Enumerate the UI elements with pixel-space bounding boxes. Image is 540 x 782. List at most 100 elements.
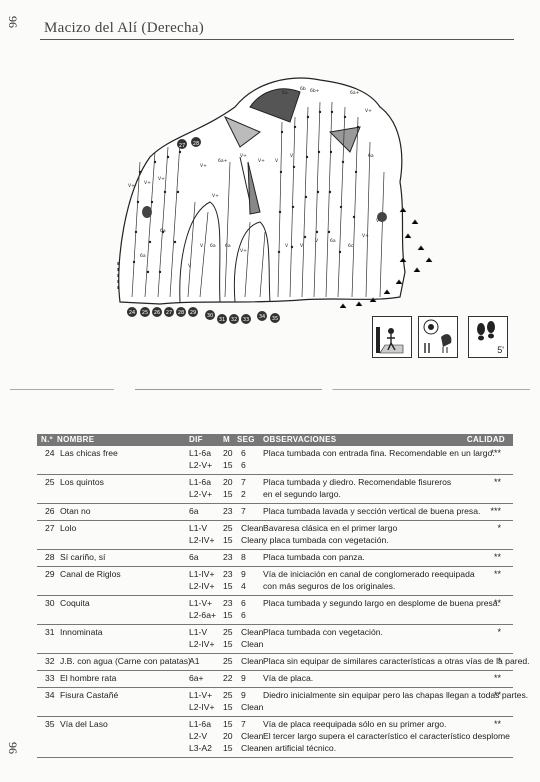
legend-walk-icon-box: 5' xyxy=(468,316,508,358)
walk-time: 5' xyxy=(497,345,504,355)
shaded-slab xyxy=(223,116,261,148)
svg-text:V: V xyxy=(188,263,192,269)
route-dif-line: L1-6a xyxy=(189,719,211,729)
route-seg: 8 xyxy=(241,551,246,563)
route-dif-line: L2-IV+ xyxy=(189,535,215,545)
marker-32: 32 xyxy=(231,317,237,323)
svg-text:V: V xyxy=(376,218,380,224)
route-m-line: 25 xyxy=(223,627,233,637)
route-seg-line: 9 xyxy=(241,673,246,683)
route-m-line: 15 xyxy=(223,535,233,545)
col-m: M xyxy=(223,435,230,444)
route-seg-line: 6 xyxy=(241,610,246,620)
marker-27: 27 xyxy=(166,310,172,316)
route-m-line: 20 xyxy=(223,448,233,458)
route-dif-line: L2-V xyxy=(189,731,208,741)
svg-text:V: V xyxy=(300,243,304,249)
svg-text:6b+: 6b+ xyxy=(310,88,320,94)
route-obs-line: Placa tumbada lavada y sección vertical … xyxy=(263,506,481,516)
marker-34: 34 xyxy=(259,314,265,320)
marker-30: 30 xyxy=(207,313,213,319)
route-m-line: 15 xyxy=(223,639,233,649)
route-number: 35 xyxy=(45,719,55,729)
route-dif-line: L1-V xyxy=(189,627,208,637)
route-dif: L1-IV+L2-IV+ xyxy=(189,568,215,592)
route-m-line: 15 xyxy=(223,460,233,470)
route-obs-line: Vía de placa. xyxy=(263,673,314,683)
route-seg-line: Clean xyxy=(241,702,264,712)
svg-text:6c: 6c xyxy=(348,243,354,249)
route-seg-line: Clean xyxy=(241,639,264,649)
route-obs: Placa tumbada con panza. xyxy=(263,551,365,563)
route-name: Sí cariño, sí xyxy=(60,552,106,562)
route-dif: L1-V+L2-6a+ xyxy=(189,597,216,621)
route-obs-line: Vía de placa reequipada sólo en su prime… xyxy=(263,719,447,729)
marker-24: 24 xyxy=(129,310,135,316)
col-dif: DIF xyxy=(189,435,203,444)
route-seg-line: Clean xyxy=(241,523,264,533)
route-dif-line: L2-V+ xyxy=(189,460,213,470)
route-dif: 6a+ xyxy=(189,672,204,684)
route-obs-line: Placa tumbada con panza. xyxy=(263,552,365,562)
marker-28: 28 xyxy=(178,310,184,316)
svg-text:V+: V+ xyxy=(212,193,219,199)
route-obs-line: Placa tumbada y segundo largo en desplom… xyxy=(263,598,500,608)
route-obs: Placa tumbada y segundo largo en desplom… xyxy=(263,597,500,609)
route-m-line: 15 xyxy=(223,743,233,753)
route-obs-line: Placa tumbada y diedro. Recomendable fis… xyxy=(263,477,452,487)
route-m-line: 20 xyxy=(223,731,233,741)
route-quality: ** xyxy=(493,690,501,700)
route-name: J.B. con agua (Carne con patatas) xyxy=(60,656,191,666)
route-m-line: 15 xyxy=(223,489,233,499)
route-seg-line: Clean xyxy=(241,535,264,545)
svg-text:6b: 6b xyxy=(300,86,306,92)
route-quality: * xyxy=(497,656,501,666)
bush-icons xyxy=(142,206,387,222)
marker-35: 35 xyxy=(272,316,278,322)
route-m-line: 22 xyxy=(223,673,233,683)
pillar-mid xyxy=(233,221,271,303)
topo-diagram: 27 28 24 25 26 27 28 29 30 31 32 33 34 3… xyxy=(100,62,450,332)
route-m-line: 23 xyxy=(223,552,233,562)
col-num: N.º xyxy=(41,435,53,444)
route-dif-line: 6a xyxy=(189,506,199,516)
route-name: Innominata xyxy=(60,627,103,637)
route-seg-line: 6 xyxy=(241,448,246,458)
marker-33: 33 xyxy=(243,317,249,323)
footprints-icon xyxy=(477,321,495,341)
route-number: 26 xyxy=(45,506,55,516)
svg-text:V+: V+ xyxy=(158,176,165,182)
route-seg-line: 2 xyxy=(241,489,246,499)
route-obs-line: Placa sin equipar de similares caracterí… xyxy=(263,656,530,666)
svg-text:V: V xyxy=(275,158,279,164)
route-seg-line: Clean xyxy=(241,656,264,666)
svg-text:6a+: 6a+ xyxy=(218,158,228,164)
route-seg: Clean xyxy=(241,655,263,667)
route-obs-line: en el segundo largo. xyxy=(263,489,341,499)
route-dif-line: L3-A2 xyxy=(189,743,212,753)
route-seg-line: Clean xyxy=(241,627,264,637)
svg-text:V+: V+ xyxy=(240,248,247,254)
routes-table: N.º NOMBRE DIF M SEG OBSERVACIONES CALID… xyxy=(37,434,530,758)
route-obs: Placa sin equipar de similares caracterí… xyxy=(263,655,530,667)
route-m-line: 15 xyxy=(223,581,233,591)
route-seg-line: 7 xyxy=(241,719,246,729)
